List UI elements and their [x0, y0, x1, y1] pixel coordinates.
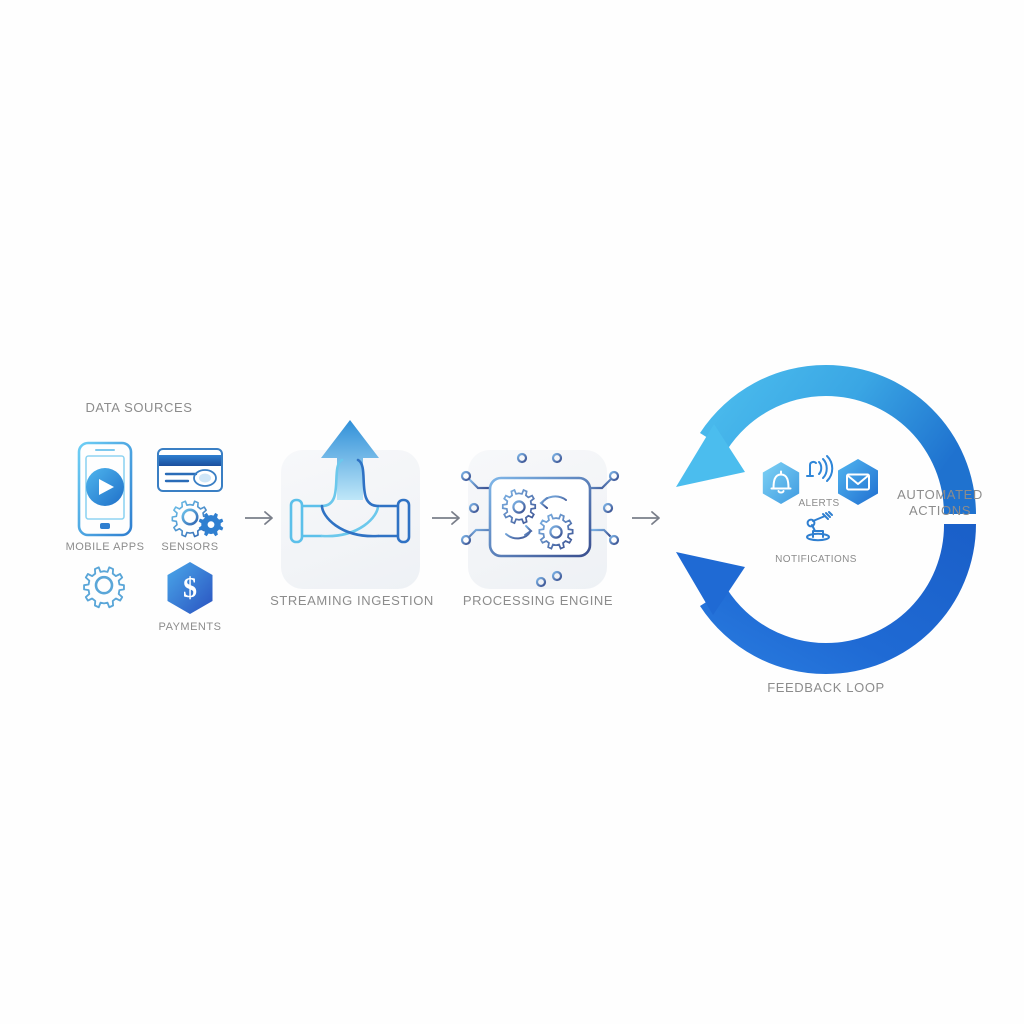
data-sources-title: DATA SOURCES: [85, 400, 193, 415]
alerts-label: ALERTS: [798, 498, 840, 509]
hexagon-dollar-icon: $: [167, 562, 213, 614]
robot-arm-icon: [806, 511, 833, 542]
credit-card-icon: [157, 448, 223, 492]
sensors-label: SENSORS: [161, 541, 219, 553]
automated-actions-line1: AUTOMATED: [897, 487, 983, 502]
envelope-hexagon-icon: [838, 459, 878, 505]
svg-text:$: $: [183, 573, 197, 604]
processing-engine-label: PROCESSING ENGINE: [462, 593, 614, 608]
feedback-loop-label: FEEDBACK LOOP: [767, 680, 885, 695]
feedback-loop-bottom-arrow: [676, 524, 976, 675]
mobile-apps-label: MOBILE APPS: [65, 541, 145, 553]
bell-hexagon-icon: [762, 462, 800, 504]
gear-outline-icon: [83, 566, 125, 609]
gears-icon: [171, 500, 224, 538]
smartphone-play-icon: [77, 441, 133, 537]
automated-actions-line2: ACTIONS: [909, 503, 971, 519]
cpu-chip-gears-icon: [460, 452, 620, 588]
arrow-right-icon: [632, 511, 660, 525]
notifications-label: NOTIFICATIONS: [775, 554, 857, 565]
signal-broadcast-icon: [806, 455, 834, 482]
automated-actions-label: AUTOMATED ACTIONS: [880, 487, 1000, 520]
pipe-junction-arrow-icon: [289, 420, 411, 544]
arrow-right-icon: [245, 511, 273, 525]
feedback-loop-top-arrow: [676, 364, 976, 514]
payments-label: PAYMENTS: [158, 621, 222, 633]
arrow-right-icon: [432, 511, 460, 525]
streaming-ingestion-label: STREAMING INGESTION: [270, 593, 434, 608]
